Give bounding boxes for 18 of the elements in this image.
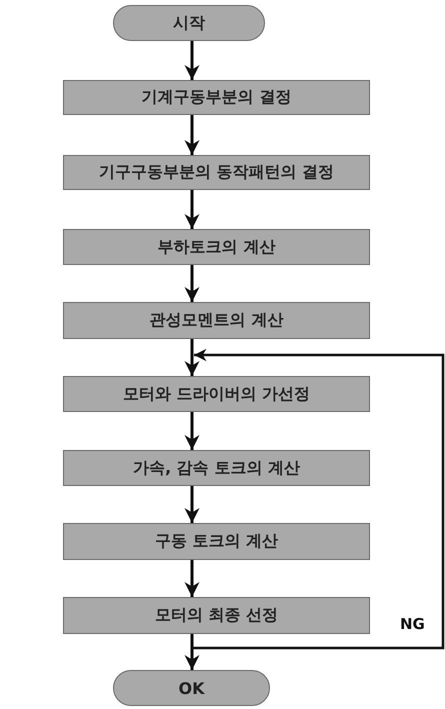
- process-box: 구동 토크의 계산: [63, 523, 370, 560]
- process-box: 부하토크의 계산: [63, 229, 370, 265]
- arrow: [184, 41, 200, 80]
- process-box: 기구구동부분의 동작패턴의 결정: [63, 155, 370, 190]
- arrow: [184, 486, 200, 523]
- process-box: 관성모멘트의 계산: [63, 302, 370, 339]
- arrow: [184, 265, 200, 302]
- arrow: [184, 339, 200, 376]
- arrow: [184, 560, 200, 597]
- arrow: [184, 412, 200, 450]
- arrow: [184, 115, 200, 155]
- arrow: [190, 348, 444, 650]
- arrow: [184, 190, 200, 229]
- process-box: 모터의 최종 선정: [63, 597, 370, 634]
- process-box: 모터와 드라이버의 가선정: [63, 376, 370, 412]
- process-box: 가속, 감속 토크의 계산: [63, 450, 370, 486]
- process-box: 기계구동부분의 결정: [63, 80, 370, 115]
- arrow: [184, 634, 200, 670]
